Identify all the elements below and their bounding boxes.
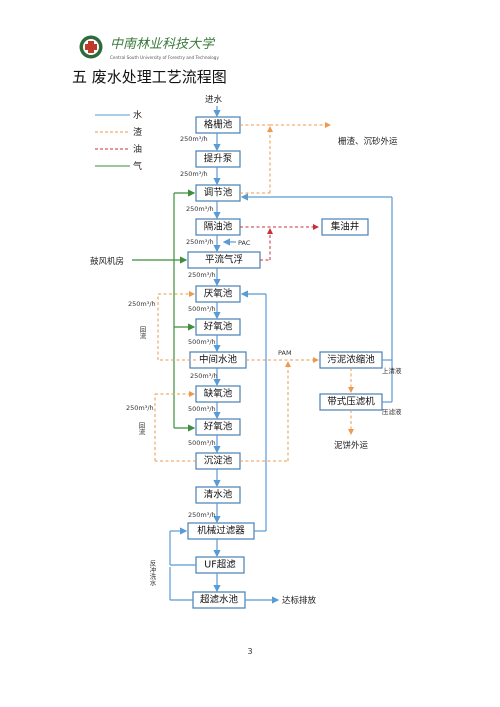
backwash-label: 反冲洗水 <box>148 559 156 587</box>
box-flotation: 平流气浮 <box>187 251 261 269</box>
legend-sludge-label: 渣 <box>133 126 142 138</box>
school-name-cn: 中南林业科技大学 <box>110 36 216 52</box>
svg-text:好氧池: 好氧池 <box>204 421 233 433</box>
svg-text:UF超滤: UF超滤 <box>204 559 236 571</box>
cake-out-label: 泥饼外运 <box>334 440 369 451</box>
svg-text:缺氧池: 缺氧池 <box>204 388 233 400</box>
flow-label: 250m³/h <box>188 271 216 279</box>
svg-text:调节池: 调节池 <box>204 187 233 199</box>
box-sludge-thickener: 污泥浓缩池 <box>319 351 383 369</box>
flow-label: 500m³/h <box>188 439 216 447</box>
return-label-1: 回流 <box>138 326 146 341</box>
blower-label: 鼓风机房 <box>90 256 124 267</box>
flow-label: 250m³/h <box>190 372 218 380</box>
svg-text:清水池: 清水池 <box>204 489 233 501</box>
svg-text:隔油池: 隔油池 <box>204 221 233 233</box>
pam-label: PAM <box>278 349 292 357</box>
svg-text:格栅池: 格栅池 <box>204 119 233 131</box>
svg-text:好氧池: 好氧池 <box>204 321 233 333</box>
svg-text:平流气浮: 平流气浮 <box>205 254 243 266</box>
box-belt-press: 带式压滤机 <box>319 393 383 411</box>
box-mech-filter: 机械过滤器 <box>187 522 255 540</box>
flow-label: 500m³/h <box>188 405 216 413</box>
box-pump: 提升泵 <box>195 150 241 168</box>
page-number: 3 <box>247 647 253 656</box>
flow-label: 500m³/h <box>188 305 216 313</box>
box-anaerobic: 厌氧池 <box>195 285 241 303</box>
box-anoxic: 缺氧池 <box>195 385 241 403</box>
box-adjust: 调节池 <box>195 184 241 202</box>
university-logo: 中南林业科技大学 Central South University of For… <box>79 35 219 60</box>
legend-air-label: 气 <box>133 160 142 172</box>
legend: 水 渣 油 气 <box>95 109 142 172</box>
flow-label: 250m³/h <box>188 511 216 519</box>
legend-oil-label: 油 <box>133 143 142 155</box>
pac-label: PAC <box>238 239 251 247</box>
discharge-label: 达标排放 <box>282 595 317 606</box>
box-uf-tank: 超滤水池 <box>192 591 246 609</box>
supernatant-label: 上清液 <box>382 366 402 375</box>
svg-text:中间水池: 中间水池 <box>199 354 238 366</box>
svg-text:沉淀池: 沉淀池 <box>204 455 233 467</box>
legend-water-label: 水 <box>133 109 142 121</box>
box-grid: 格栅池 <box>195 116 241 134</box>
svg-text:机械过滤器: 机械过滤器 <box>197 525 245 537</box>
box-clear-water: 清水池 <box>195 486 241 504</box>
svg-text:提升泵: 提升泵 <box>204 153 233 165</box>
flow-label: 500m³/h <box>188 338 216 346</box>
return-label-2: 回流 <box>137 422 145 437</box>
svg-text:带式压滤机: 带式压滤机 <box>327 396 375 408</box>
svg-text:污泥浓缩池: 污泥浓缩池 <box>327 354 375 366</box>
svg-text:厌氧池: 厌氧池 <box>204 288 233 300</box>
svg-text:集油井: 集油井 <box>331 221 360 233</box>
return-flow-rate-2: 250m³/h <box>126 404 154 412</box>
box-settle: 沉淀池 <box>195 452 241 470</box>
box-aerobic-1: 好氧池 <box>195 318 241 336</box>
section-title: 五 废水处理工艺流程图 <box>72 68 227 86</box>
svg-text:超滤水池: 超滤水池 <box>200 594 239 606</box>
box-oil-separator: 隔油池 <box>195 218 241 236</box>
flow-label: 250m³/h <box>180 135 208 143</box>
flow-label: 250m³/h <box>180 170 208 178</box>
flow-label: 250m³/h <box>186 238 214 246</box>
box-aerobic-2: 好氧池 <box>195 418 241 436</box>
inlet-label: 进水 <box>205 94 223 105</box>
screenings-out-label: 栅渣、沉砂外运 <box>338 136 398 147</box>
return-flow-rate-1: 250m³/h <box>128 300 156 308</box>
box-intermediate: 中间水池 <box>189 351 247 369</box>
flow-label: 250m³/h <box>186 205 214 213</box>
box-oil-well: 集油井 <box>321 218 369 236</box>
school-name-en: Central South University of Forestry and… <box>110 55 219 60</box>
box-uf: UF超滤 <box>195 556 245 574</box>
filtrate-label: 压滤液 <box>382 407 402 416</box>
